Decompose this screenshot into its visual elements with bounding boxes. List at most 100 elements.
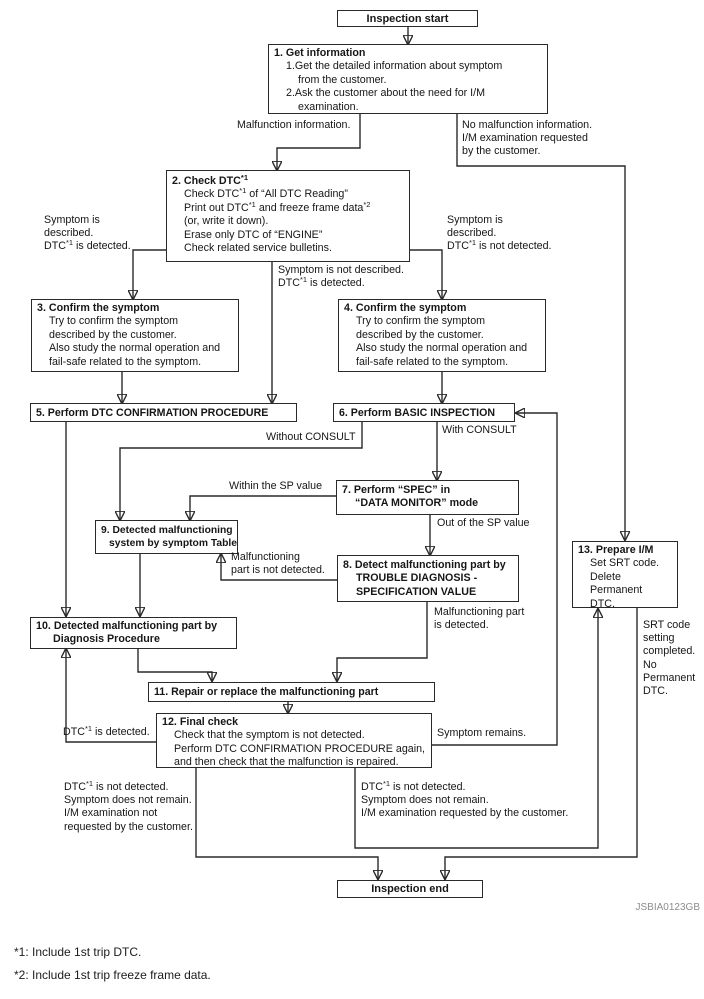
node-label: Inspection start [366,12,449,25]
node-title: “DATA MONITOR” mode [355,497,479,510]
node-title: 8. Detect malfunctioning part by [343,559,506,571]
edge-label-part-not-detected: Malfunctioning part is not detected. [231,551,325,577]
edge-label-symptom-described-dtc-not-detected: Symptom is described. DTC*1 is not detec… [447,214,552,254]
edge-label-without-consult: Without CONSULT [266,431,355,444]
label-line: Malfunctioning [231,551,300,563]
figure-id: JSBIA0123GB [635,902,700,913]
edge-1-to-13 [456,114,625,540]
label-line: No malfunction information. [462,119,593,131]
node-11-repair-replace: 11. Repair or replace the malfunctioning… [148,682,435,702]
node-line: Check that the symptom is not detected. [174,729,365,742]
edge-7-to-9 [190,495,336,520]
node-line: Permanent [590,584,643,597]
label-line: DTC*1 is not detected. [361,779,466,793]
node-line: from the customer. [298,73,387,86]
label-line: Out of the SP value [437,517,530,529]
node-line: (or, write it down). [184,215,269,228]
node-line: Print out DTC*1 and freeze frame data*2 [184,199,371,214]
node-title: 11. Repair or replace the malfunctioning… [154,685,379,698]
edge-label-malfunction-information: Malfunction information. [237,119,350,132]
node-line: Also study the normal operation and [356,342,528,355]
label-line: I/M examination not [64,807,158,820]
node-line: and then check that the malfunction is r… [174,756,399,769]
label-line: Symptom is [44,214,100,226]
node-title: 1. Get information [274,47,366,59]
edge-1-to-2 [277,114,361,170]
node-inspection-start: Inspection start [337,10,478,27]
node-title: Diagnosis Procedure [53,633,160,646]
edge-label-symptom-not-described: Symptom is not described. DTC*1 is detec… [278,264,404,290]
label-line: described. [447,227,497,240]
node-line: Erase only DTC of “ENGINE” [184,228,323,241]
label-line: DTC*1 is detected. [44,238,131,253]
node-line: described by the customer. [356,328,484,341]
edge-12-to-end [195,768,378,879]
label-line: DTC. [643,685,668,698]
label-line: With CONSULT [442,424,517,436]
label-line: by the customer. [462,145,541,158]
label-line: I/M examination requested by the custome… [361,807,569,820]
node-title: 7. Perform “SPEC” in [342,484,451,496]
footnote-1: *1: Include 1st trip DTC. [14,945,142,959]
edge-12-to-6 [432,413,558,746]
label-line: No [643,658,657,671]
edge-2-to-4 [410,249,442,299]
node-6-basic-inspection: 6. Perform BASIC INSPECTION [333,403,515,422]
label-line: I/M examination requested [462,132,588,145]
node-1-get-information: 1. Get information 1.Get the detailed in… [268,44,548,114]
label-line: Symptom does not remain. [64,794,192,807]
edge-13-to-end [445,608,638,879]
node-2-check-dtc: 2. Check DTC*1 Check DTC*1 of “All DTC R… [166,170,410,262]
edge-6-to-9 [120,422,363,520]
edge-label-with-consult: With CONSULT [442,424,517,437]
node-12-final-check: 12. Final check Check that the symptom i… [156,713,432,768]
node-line: examination. [298,100,359,113]
node-line: 1.Get the detailed information about sym… [286,60,503,73]
node-title: SPECIFICATION VALUE [356,585,477,598]
node-3-confirm-symptom: 3. Confirm the symptom Try to confirm th… [31,299,239,372]
edge-label-end-left-condition: DTC*1 is not detected. Symptom does not … [64,779,193,834]
label-line: Symptom remains. [437,727,527,739]
label-line: DTC*1 is not detected. [447,238,552,253]
node-line: fail-safe related to the symptom. [356,355,509,368]
label-line: Symptom is not described. [278,264,404,276]
label-line: Symptom does not remain. [361,794,489,807]
node-8-trouble-diagnosis: 8. Detect malfunctioning part by TROUBLE… [337,555,519,602]
node-7-perform-spec: 7. Perform “SPEC” in “DATA MONITOR” mode [336,480,519,515]
label-line: described. [44,227,94,240]
node-line: Check DTC*1 of “All DTC Reading” [184,186,348,201]
node-line: fail-safe related to the symptom. [49,355,202,368]
label-line: DTC*1 is not detected. [64,779,169,793]
edge-label-no-malfunction-information: No malfunction information. I/M examinat… [462,119,592,159]
edge-label-dtc-detected: DTC*1 is detected. [63,724,150,739]
node-5-dtc-confirmation-procedure: 5. Perform DTC CONFIRMATION PROCEDURE [30,403,297,422]
edge-label-part-detected: Malfunctioning part is detected. [434,606,524,632]
edge-label-within-sp-value: Within the SP value [229,480,322,493]
node-inspection-end: Inspection end [337,880,483,898]
label-line: setting [643,632,675,645]
node-title: 6. Perform BASIC INSPECTION [339,406,495,419]
node-title: 13. Prepare I/M [578,544,654,556]
label-line: DTC*1 is detected. [63,724,150,738]
edge-10-to-11 [137,648,212,681]
node-9-symptom-table: 9. Detected malfunctioning system by sym… [95,520,238,554]
node-line: 2.Ask the customer about the need for I/… [286,87,486,100]
node-title: 4. Confirm the symptom [344,302,467,314]
node-4-confirm-symptom: 4. Confirm the symptom Try to confirm th… [338,299,546,372]
node-line: DTC. [590,597,615,610]
node-line: Try to confirm the symptom [356,315,486,328]
node-title: 3. Confirm the symptom [37,302,160,314]
label-line: Within the SP value [229,480,323,492]
edge-12-to-13 [354,609,598,849]
node-title: 2. Check DTC*1 [172,173,248,187]
node-line: Try to confirm the symptom [49,315,179,328]
node-title: system by symptom Table [109,538,237,550]
label-line: completed. [643,645,696,658]
label-line: part is not detected. [231,564,325,577]
edge-label-srt-code-setting: SRT code setting completed. No Permanent… [643,619,695,698]
node-title: 10. Detected malfunctioning part by [36,620,218,632]
footnote-2: *2: Include 1st trip freeze frame data. [14,968,211,982]
node-line: Delete [590,570,621,583]
